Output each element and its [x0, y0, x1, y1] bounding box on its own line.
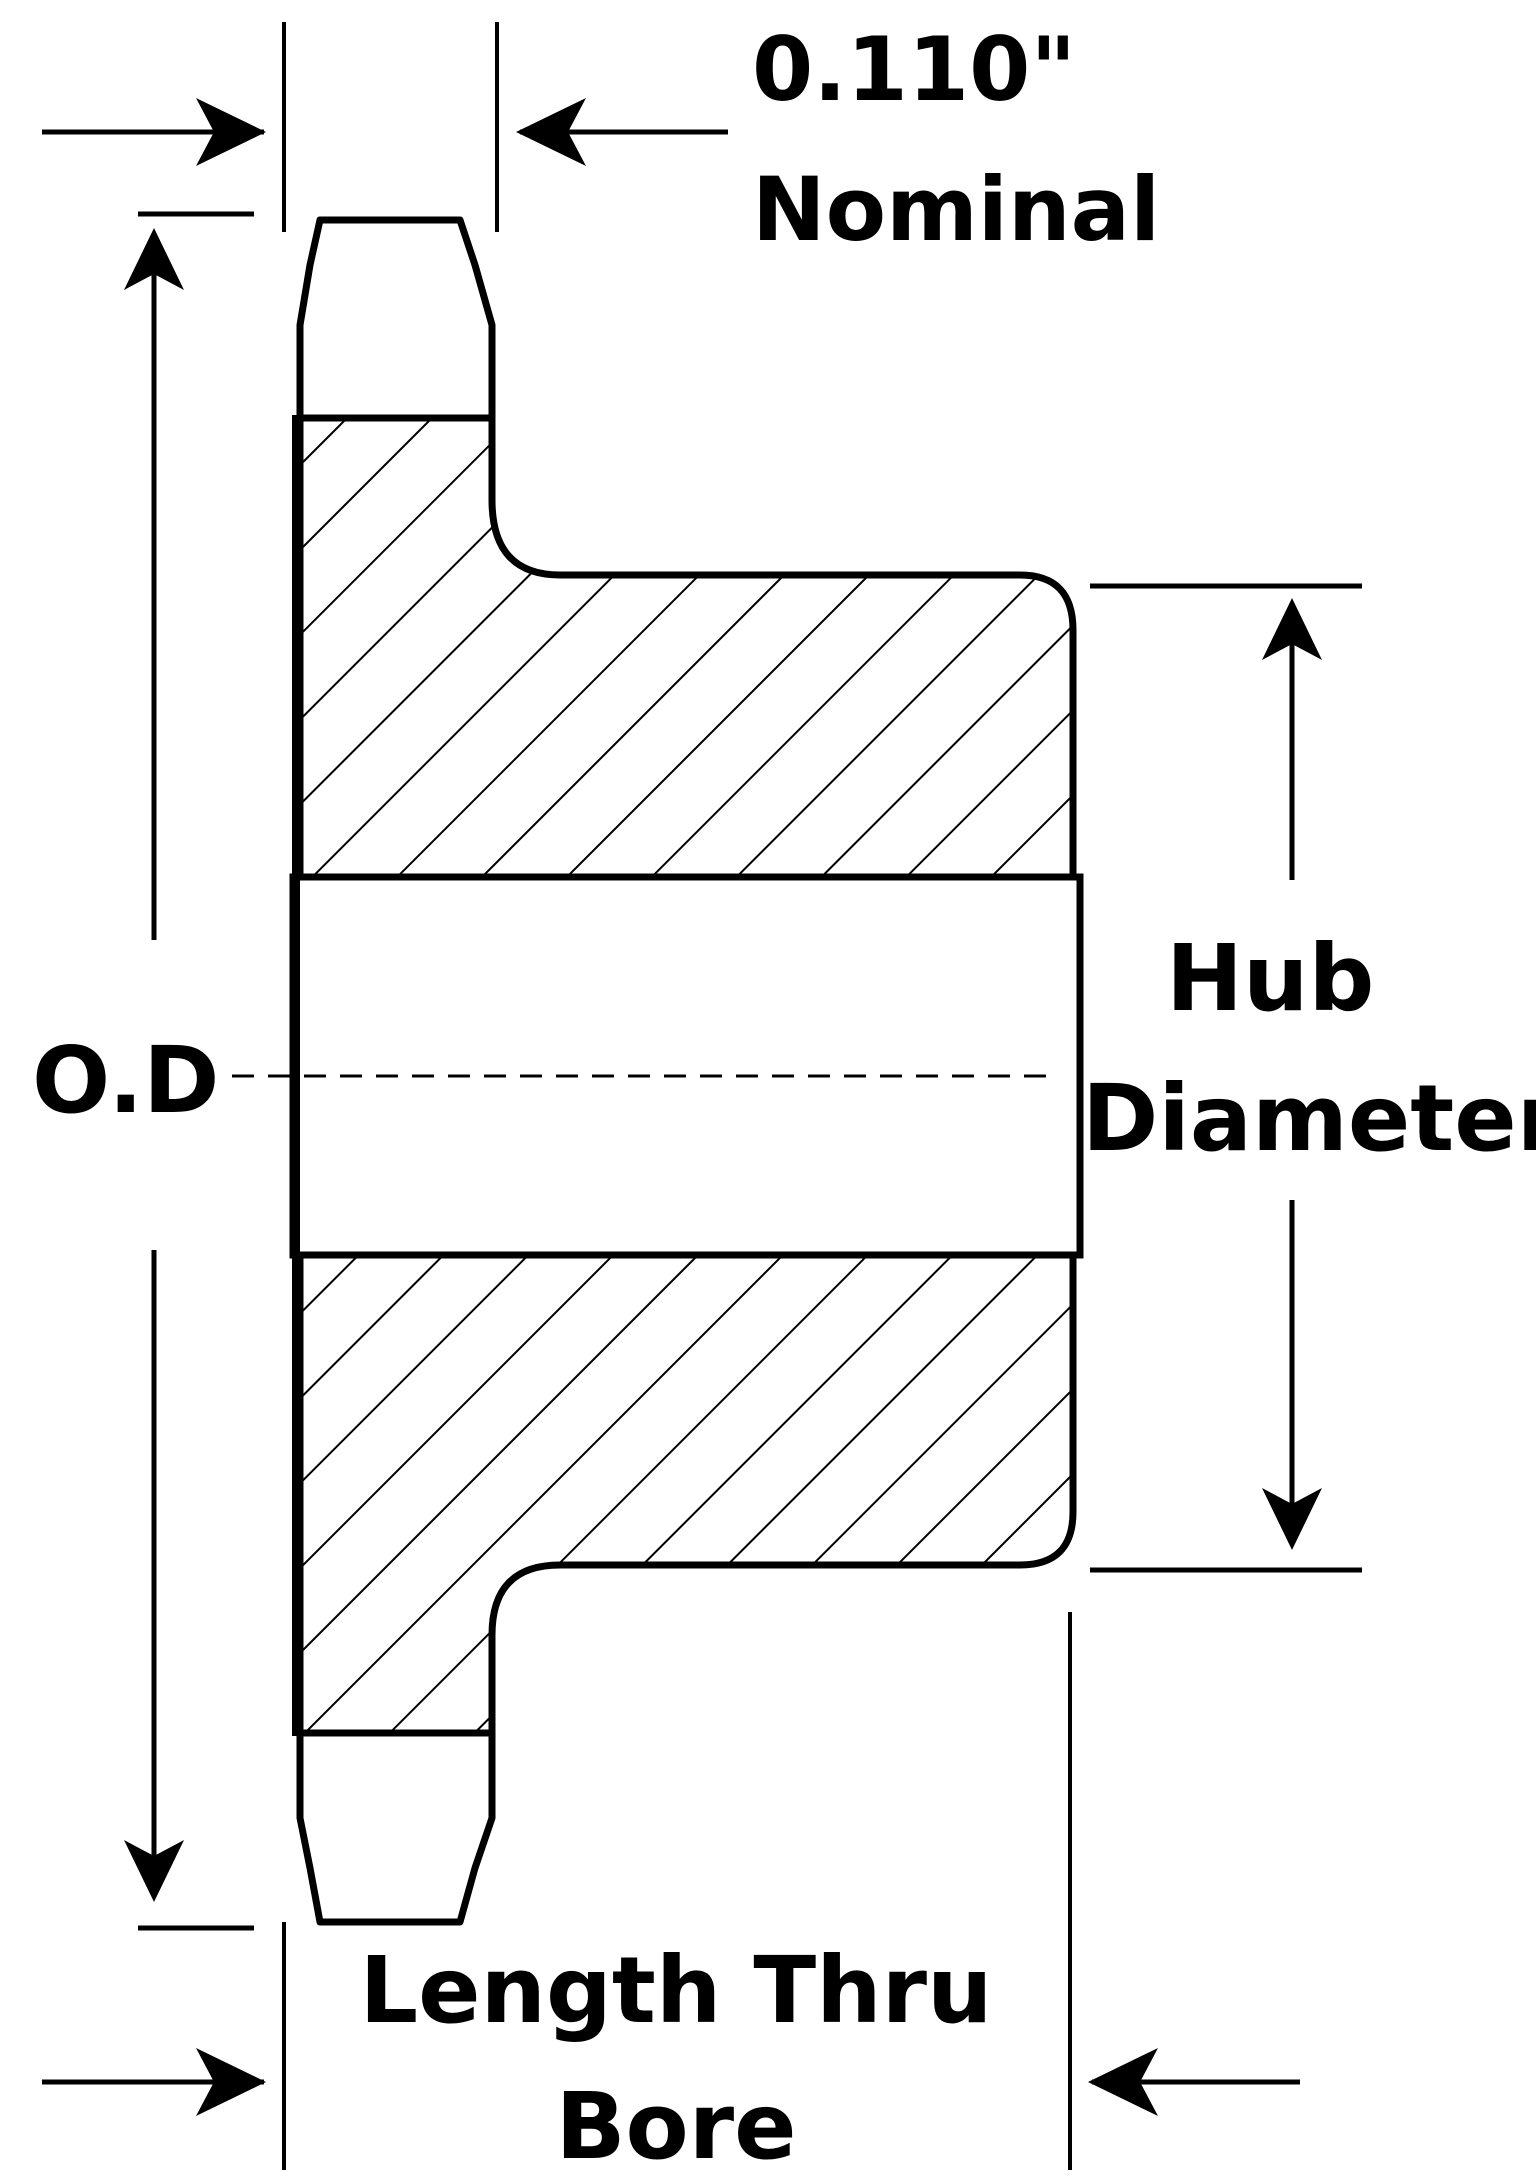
face-width-value-label: 0.110" [752, 18, 1076, 121]
length-arrowhead-left [196, 2048, 266, 2116]
lower-hatched-section [296, 1251, 1077, 1737]
upper-hatched-section [296, 414, 1077, 881]
length-label-line1: Length Thru [360, 1937, 993, 2044]
od-arrowhead-bottom [124, 1840, 184, 1902]
hub-arrowhead-bottom [1262, 1488, 1322, 1550]
top-tooth-outline [296, 216, 496, 422]
hub-label-line2: Diameter [1082, 1065, 1536, 1172]
length-label-line2: Bore [555, 2073, 796, 2180]
od-arrowhead-top [124, 228, 184, 290]
face-width-note-label: Nominal [752, 158, 1160, 261]
length-arrowhead-right [1088, 2048, 1158, 2116]
od-label: O.D [32, 1027, 220, 1134]
face-width-arrowhead-right [516, 98, 586, 166]
bottom-tooth-outline [296, 1729, 496, 1926]
hub-arrowhead-top [1262, 598, 1322, 660]
face-width-arrowhead-left [196, 98, 266, 166]
bore [289, 873, 1084, 1259]
hub-label-line1: Hub [1166, 925, 1374, 1032]
